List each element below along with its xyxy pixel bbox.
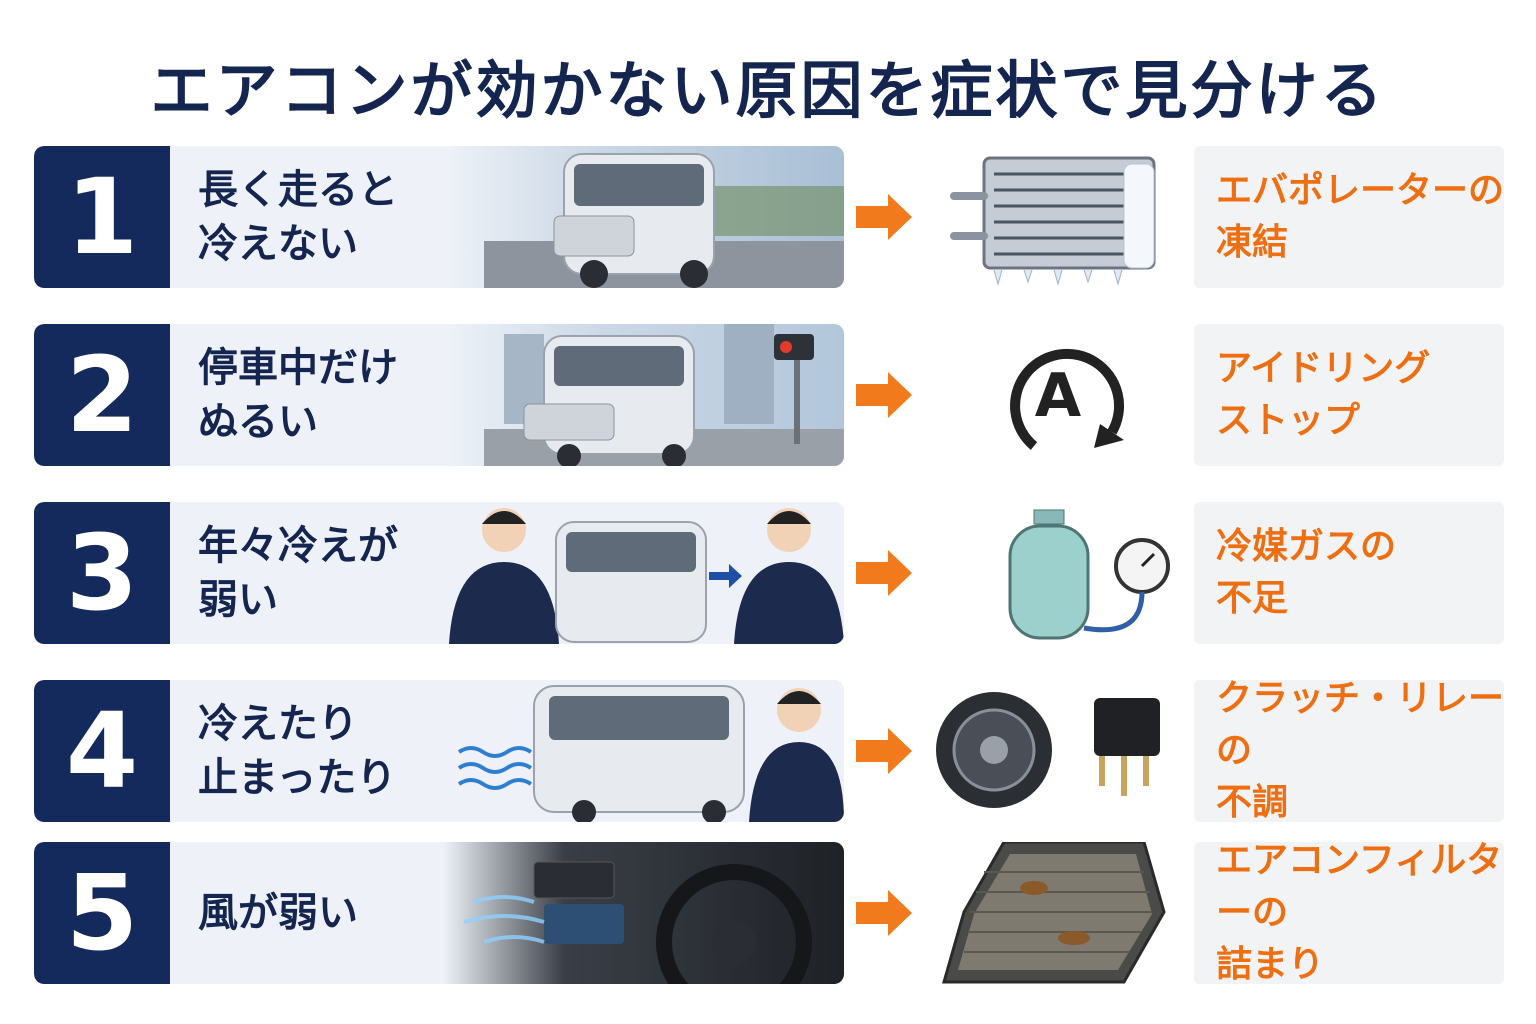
symptom-card: 5 風が弱い — [34, 842, 844, 984]
symptom-card: 4 冷えたり 止まったり — [34, 680, 844, 822]
refrigerant-tank-icon — [1008, 509, 1170, 640]
thinking-man-car-illustration — [444, 502, 844, 644]
row-number: 2 — [34, 324, 170, 466]
arrow-right-icon — [856, 194, 912, 240]
symptom-label: 年々冷えが 弱い — [198, 523, 398, 623]
symptom-row-3: 3 年々冷えが 弱い 冷媒ガスの 不足 — [34, 502, 1504, 644]
auto-stop-icon: A — [1010, 348, 1125, 450]
arrow-right-icon — [856, 550, 912, 596]
symptom-row-1: 1 長く走ると 冷えない エバポレーターの 凍結 — [34, 146, 1504, 288]
highway-car-illustration — [444, 146, 844, 288]
cause-card: 冷媒ガスの 不足 — [1194, 502, 1504, 644]
symptom-card: 1 長く走ると 冷えない — [34, 146, 844, 288]
symptom-label: 冷えたり 止まったり — [198, 701, 397, 801]
cause-label: アイドリング ストップ — [1216, 347, 1431, 441]
stopped-car-illustration — [444, 324, 844, 466]
arrow-right-icon — [856, 728, 912, 774]
arrow-right-icon — [856, 372, 912, 418]
row-number: 3 — [34, 502, 170, 644]
symptom-row-2: 2 停車中だけ ぬるい A アイドリング ストップ — [34, 324, 1504, 466]
row-number: 5 — [34, 842, 170, 984]
cause-card: エアコンフィルターの 詰まり — [1194, 840, 1504, 985]
symptom-label: 停車中だけ ぬるい — [198, 345, 398, 445]
cause-card: クラッチ・リレーの 不調 — [1194, 678, 1504, 823]
symptom-row-5: 5 風が弱い エアコンフィルターの 詰まり — [34, 840, 1504, 985]
cause-label: クラッチ・リレーの 不調 — [1216, 677, 1505, 824]
frozen-evaporator-icon — [950, 156, 1156, 286]
dashboard-vent-illustration — [444, 842, 844, 984]
symptom-row-4: 4 冷えたり 止まったり クラッチ・リレーの 不調 — [34, 678, 1504, 823]
cause-card: エバポレーターの 凍結 — [1194, 146, 1504, 288]
airflow-car-man-illustration — [444, 680, 844, 822]
cause-card: アイドリング ストップ — [1194, 324, 1504, 466]
symptom-label: 風が弱い — [198, 890, 358, 936]
row-number: 1 — [34, 146, 170, 288]
auto-stop-letter: A — [1035, 361, 1082, 431]
cause-label: 冷媒ガスの 不足 — [1216, 525, 1397, 619]
row-number: 4 — [34, 680, 170, 822]
cause-label: エバポレーターの 凍結 — [1216, 169, 1505, 263]
cause-label: エアコンフィルターの 詰まり — [1216, 839, 1503, 986]
arrow-right-icon — [856, 890, 912, 936]
clutch-relay-icon — [936, 692, 1160, 808]
symptom-card: 3 年々冷えが 弱い — [34, 502, 844, 644]
symptom-label: 長く走ると 冷えない — [198, 167, 398, 267]
symptom-card: 2 停車中だけ ぬるい — [34, 324, 844, 466]
page-title: エアコンが効かない原因を症状で見分ける — [150, 54, 1386, 127]
cabin-filter-icon — [942, 842, 1166, 984]
